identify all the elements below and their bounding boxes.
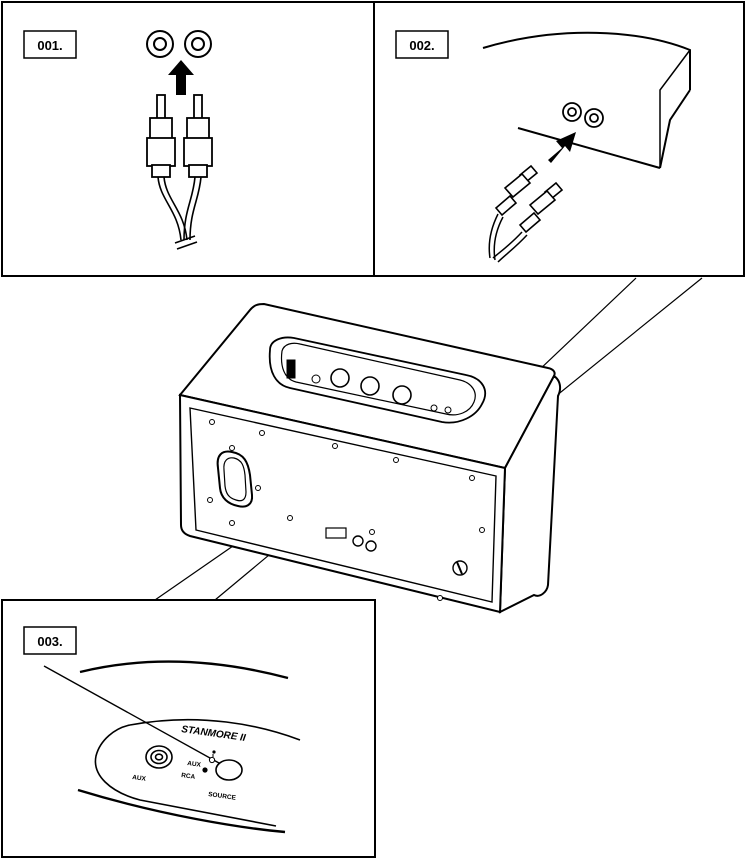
step-003-label: 003. (37, 634, 62, 649)
rca-indicator-led (202, 767, 207, 772)
aux-indicator-led (209, 757, 214, 762)
step-002-label: 002. (409, 38, 434, 53)
panel-001: 001. (2, 2, 374, 276)
label-plate (326, 528, 346, 538)
step-001-label: 001. (37, 38, 62, 53)
back-rca-socket (366, 541, 376, 551)
source-button (216, 760, 242, 780)
aux-socket-icon (146, 746, 172, 768)
back-rca-socket (353, 536, 363, 546)
panel-003: 003. STANMORE II AUX AUX RCA SOURC (2, 600, 375, 857)
speaker-illustration (180, 304, 560, 612)
panel-002: 002. (374, 2, 744, 276)
